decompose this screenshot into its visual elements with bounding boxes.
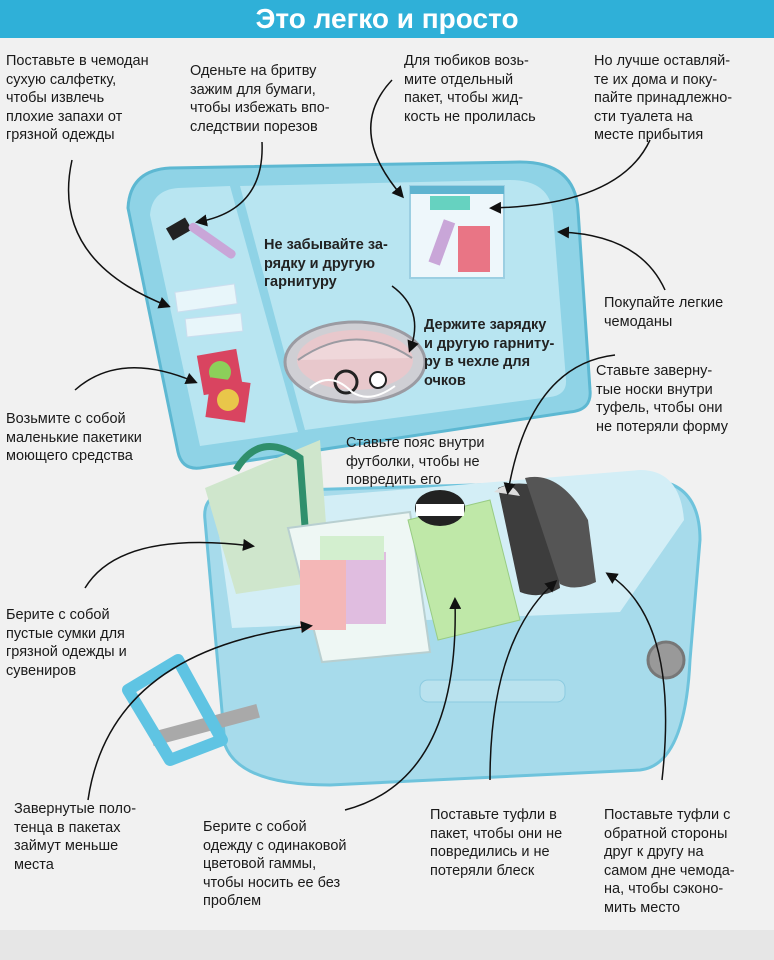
note-razor-clip: Оденьте на бритву зажим для бумаги, чтоб… <box>190 63 330 135</box>
note-tubes-bag: Для тюбиков возь- мите отдельный пакет, … <box>404 53 536 125</box>
footer-bar <box>0 930 774 960</box>
toiletry-bag-icon <box>409 185 505 279</box>
note-shoes-bottom: Поставьте туфли с обратной стороны друг … <box>604 807 735 916</box>
detergent-sachet-icon <box>196 348 251 423</box>
note-towels: Завернутые поло- тенца в пакетах займут … <box>14 801 137 873</box>
razor-icon <box>165 217 236 259</box>
note-light-cases: Покупайте легкие чемоданы <box>604 295 724 330</box>
suitcase-handle <box>122 654 260 766</box>
note-leave-home: Но лучше оставляй- те их дома и поку- па… <box>594 53 733 143</box>
pointer-arrows <box>67 79 667 811</box>
note-same-colors: Берите с собой одежду с одинаковой цвето… <box>203 819 347 909</box>
note-charger: Не забывайте за- рядку и другую гарнитур… <box>264 237 388 290</box>
note-wet-wipe: Поставьте в чемодан сухую салфетку, чтоб… <box>6 53 149 143</box>
shirt-icon <box>407 490 521 641</box>
clothes-bag-icon <box>286 510 432 664</box>
note-detergent: Возьмите с собой маленькие пакетики моющ… <box>6 411 142 464</box>
note-belt: Ставьте пояс внутри футболки, чтобы не п… <box>346 435 485 488</box>
wipes-icon <box>174 283 244 338</box>
note-glasses-case: Держите зарядку и другую гарниту- ру в ч… <box>424 317 555 389</box>
note-socks: Ставьте заверну- тые носки внутри туфель… <box>596 363 729 435</box>
note-shoes-bag: Поставьте туфли в пакет, чтобы они не по… <box>430 807 563 879</box>
page-title: Это легко и просто <box>255 3 519 34</box>
title-banner: Это легко и просто <box>0 0 774 38</box>
note-empty-bags: Берите с собой пустые сумки для грязной … <box>6 607 127 679</box>
glasses-case-icon <box>283 320 427 404</box>
